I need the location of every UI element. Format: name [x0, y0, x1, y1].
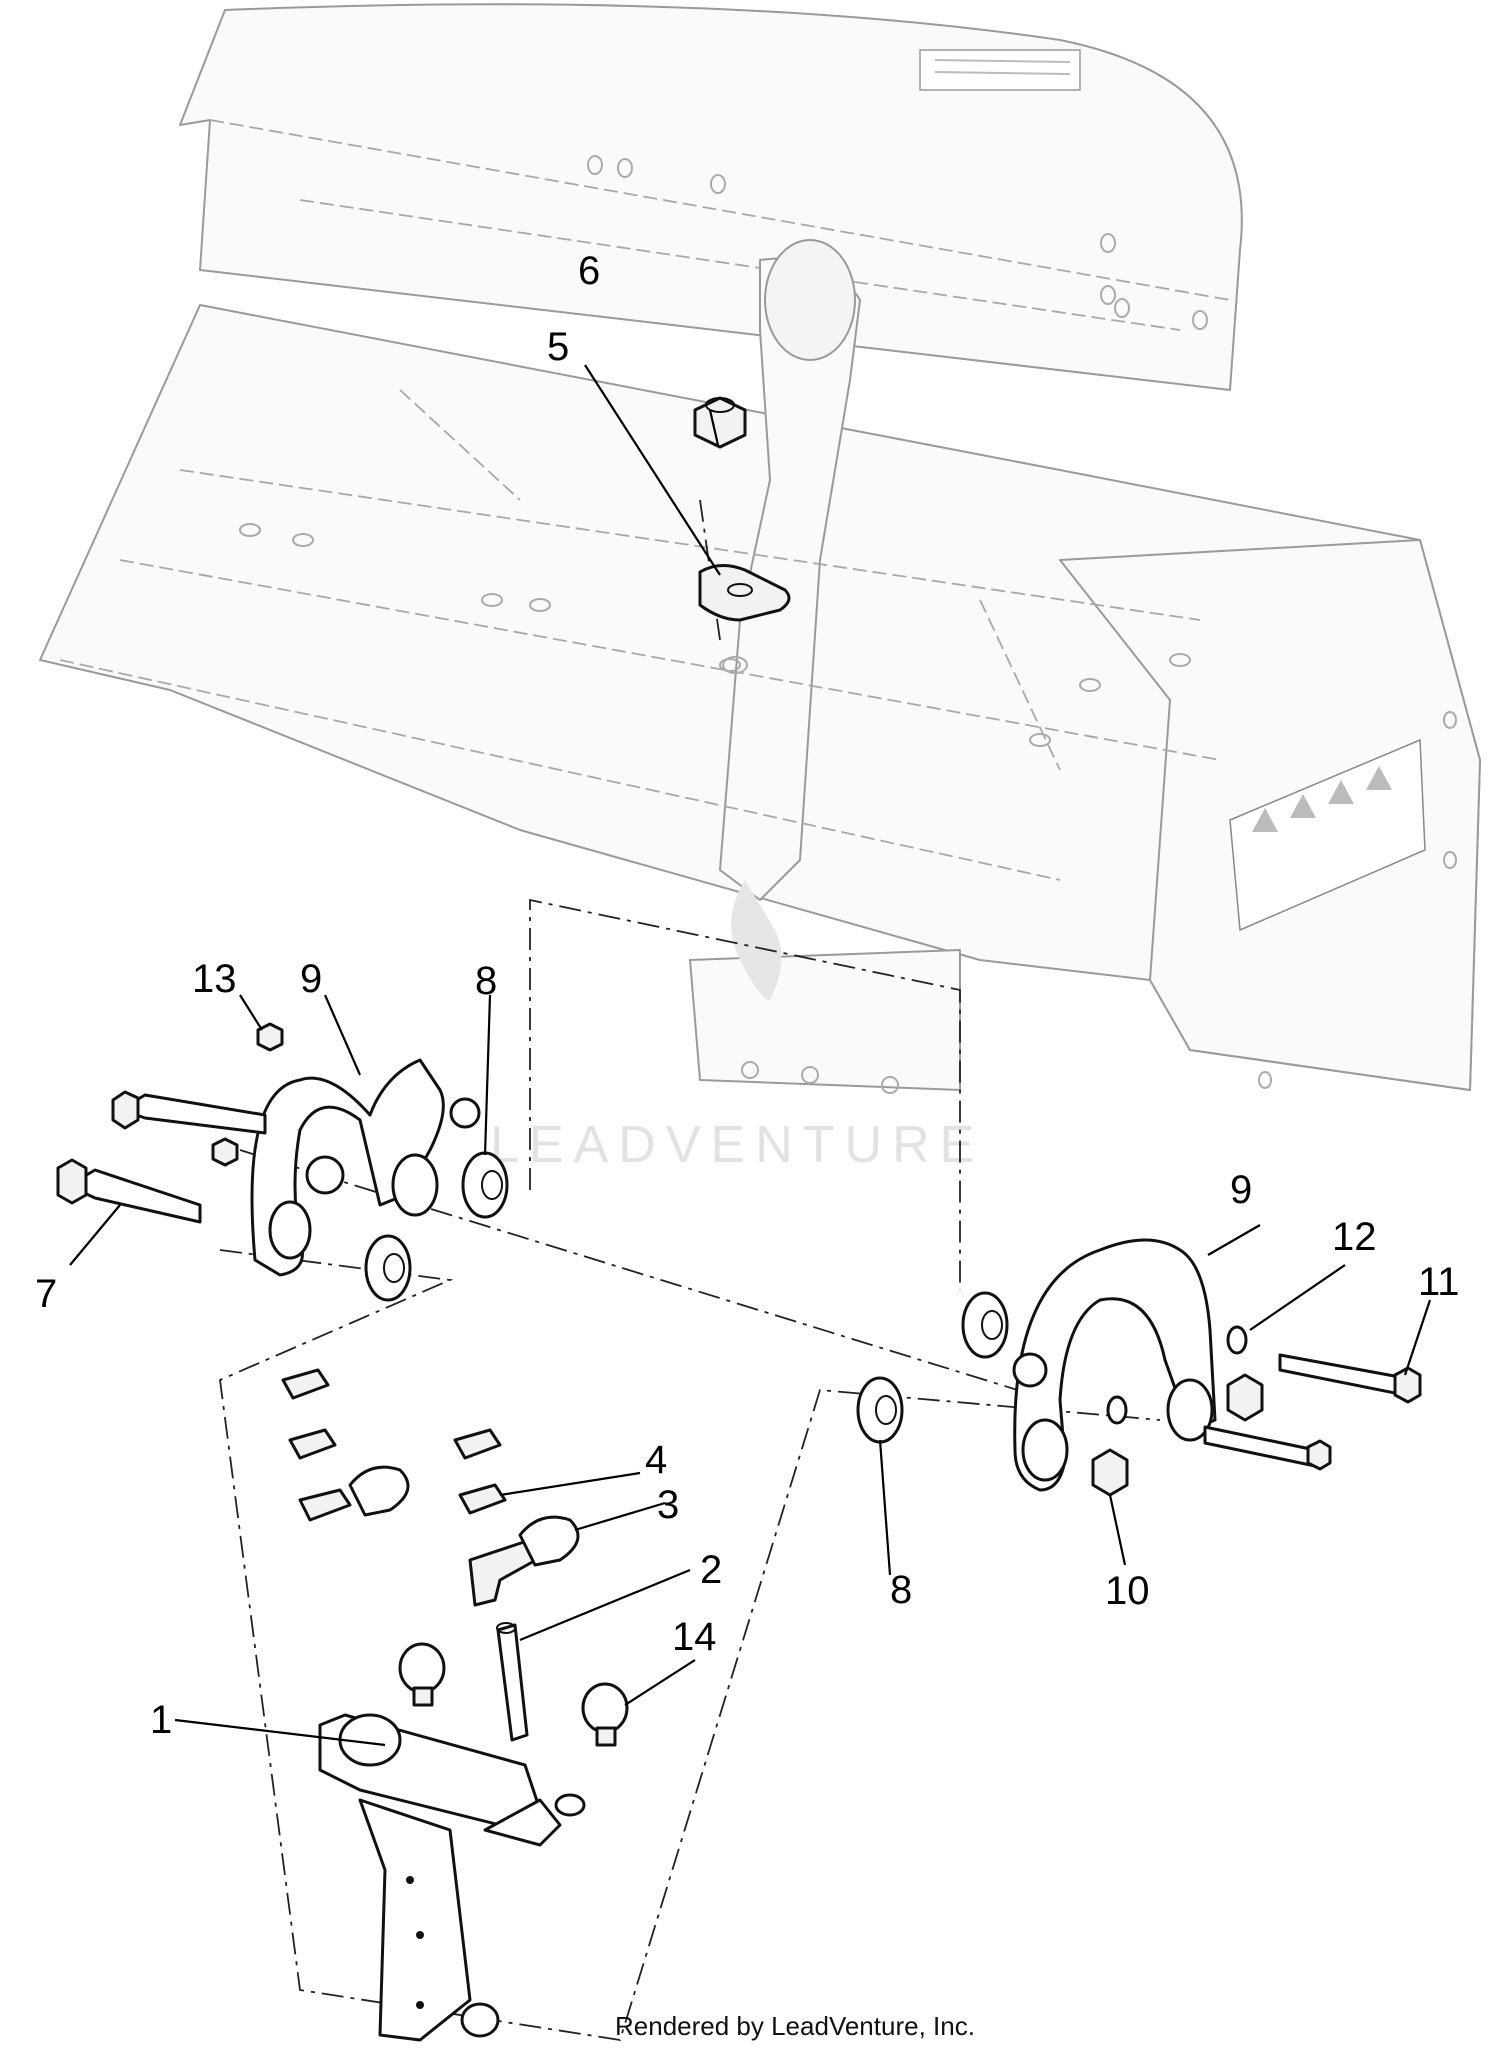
part-8-bearing-lower-left [364, 1234, 412, 1302]
watermark-logo: LEADVENTURE [490, 880, 984, 1174]
part-13-nut [256, 1022, 284, 1052]
callout-10: 10 [1105, 1569, 1150, 1613]
callout-3: 3 [657, 1483, 679, 1527]
callout-1: 1 [150, 1698, 172, 1742]
callout-8-left: 8 [475, 959, 497, 1003]
part-6-nut [693, 396, 747, 449]
part-10-nut-lower [1091, 1448, 1129, 1497]
callout-9-left: 9 [300, 957, 322, 1001]
callout-14: 14 [672, 1615, 717, 1659]
part-2-pin [496, 1622, 529, 1742]
part-7-bolt-lower [56, 1158, 202, 1224]
callout-5: 5 [547, 325, 569, 369]
callout-2: 2 [700, 1548, 722, 1592]
part-10-nut-upper [1226, 1373, 1264, 1422]
callout-4: 4 [645, 1438, 667, 1482]
part-12-washer [1106, 1325, 1248, 1425]
deck-frame-ghost [39, 239, 1481, 1094]
part-11-bolt-lower [1203, 1425, 1332, 1471]
deck-shield-label [919, 49, 1081, 91]
leader-lines [69, 364, 1432, 1747]
callout-12: 12 [1332, 1215, 1377, 1259]
part-8-bearing-right-lower [856, 1376, 904, 1444]
part-3-clip [348, 1465, 580, 1607]
part-14-knob-right [581, 1682, 629, 1747]
part-14-knob-left [398, 1642, 446, 1707]
render-credit: Rendered by LeadVenture, Inc. [615, 2011, 975, 2041]
callout-11: 11 [1418, 1260, 1460, 1304]
part-9-lift-arm-right [1012, 1238, 1217, 1492]
deck-shield-ghost [179, 3, 1243, 391]
callout-labels: 1 2 3 4 5 6 7 8 8 9 9 10 11 12 13 14 [35, 249, 1460, 1742]
safety-decal [1229, 738, 1426, 932]
callout-7: 7 [35, 1272, 57, 1316]
callout-13: 13 [192, 957, 237, 1001]
callout-6: 6 [578, 249, 600, 293]
part-11-bolt-upper [1278, 1353, 1422, 1404]
part-8-bearing-upper-left [461, 1151, 509, 1219]
part-4-clips [281, 1368, 507, 1522]
part-1-bracket [318, 1713, 586, 2042]
part-8-bearing-right-upper [961, 1291, 1009, 1359]
callout-9-right: 9 [1230, 1168, 1252, 1212]
part-7-bolt-upper [111, 1090, 267, 1135]
part-5-plate [698, 564, 791, 622]
part-9-lift-arm-left [250, 1058, 481, 1277]
watermark-text: LEADVENTURE [490, 1116, 984, 1174]
part-13-nut-lower [211, 1137, 239, 1167]
callout-8-right: 8 [890, 1568, 912, 1612]
